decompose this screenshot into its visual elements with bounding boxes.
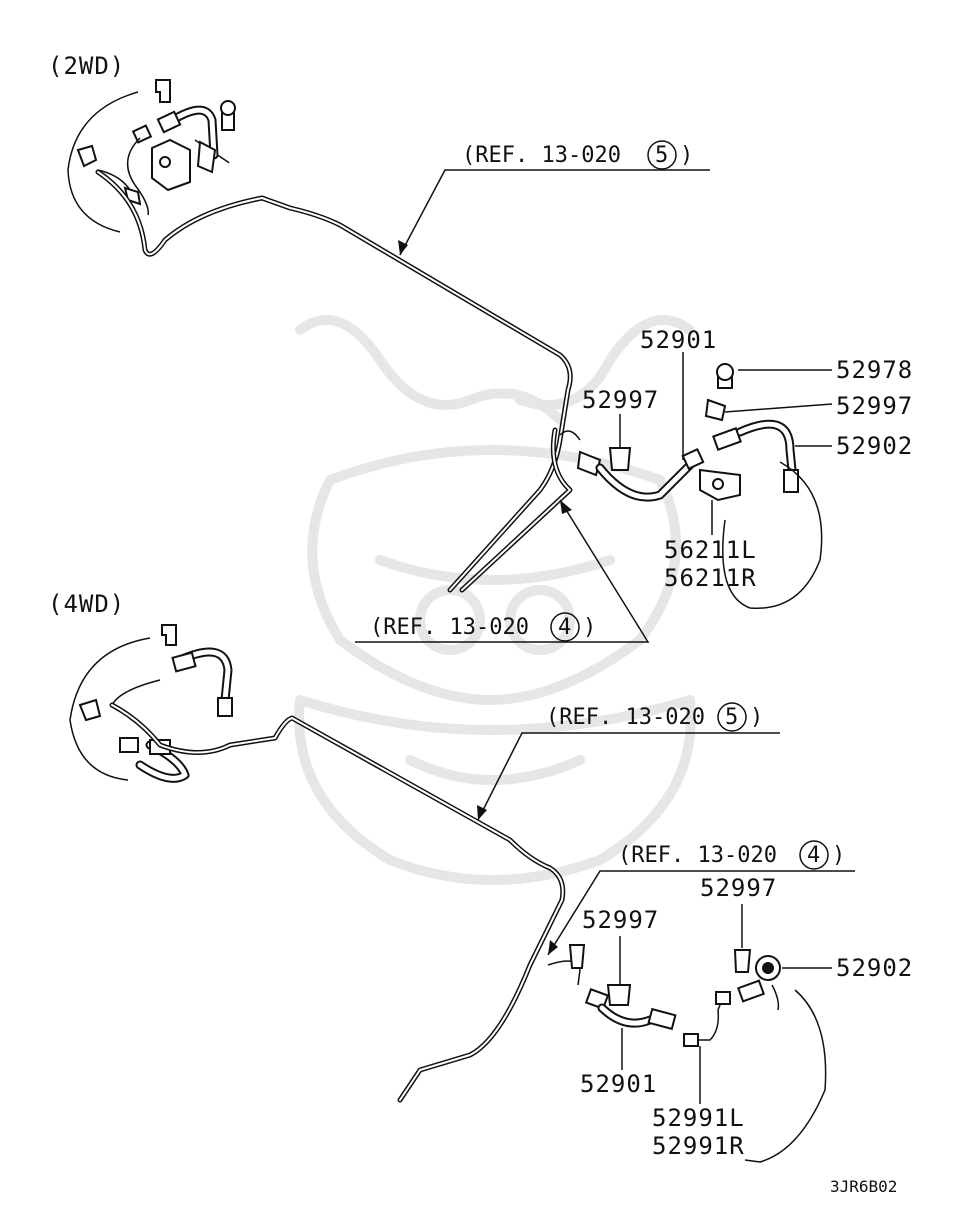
ref-label-top-5: (REF. 13-020 bbox=[462, 143, 621, 168]
brake-pipe-4wd bbox=[109, 702, 566, 1103]
part-label-52902-bot: 52902 bbox=[836, 954, 913, 982]
arrow-ref-top-5 bbox=[398, 240, 408, 255]
section-label-4wd: (4WD) bbox=[48, 590, 125, 618]
ref-label-top-4: (REF. 13-020 bbox=[370, 615, 529, 640]
part-label-52901-top: 52901 bbox=[640, 326, 717, 354]
detail-ellipse-2wd-right bbox=[722, 461, 823, 609]
part-label-52997-top-left: 52997 bbox=[582, 386, 659, 414]
ref-close-bot-5: ) bbox=[750, 705, 763, 730]
ref-circle-top-4 bbox=[550, 612, 580, 642]
detail-ellipse-4wd-right bbox=[744, 989, 827, 1163]
leader-ref-bot-4 bbox=[547, 870, 855, 956]
part-label-52902-top: 52902 bbox=[836, 432, 913, 460]
right-hose-assembly-2wd bbox=[559, 363, 799, 502]
part-label-52991L: 52991L bbox=[652, 1104, 745, 1132]
ref-circle-top-5 bbox=[647, 140, 677, 170]
ref-close-bot-4: ) bbox=[832, 843, 845, 868]
ref-circle-bot-5 bbox=[717, 702, 747, 732]
ref-close-top-4: ) bbox=[583, 615, 596, 640]
part-label-52997-bot-left: 52997 bbox=[582, 906, 659, 934]
section-label-2wd: (2WD) bbox=[48, 52, 125, 80]
ref-label-bot-4: (REF. 13-020 bbox=[618, 843, 777, 868]
right-hose-assembly-4wd bbox=[547, 944, 781, 1047]
part-label-56211R: 56211R bbox=[664, 564, 757, 592]
ref-number-bot-4: 4 bbox=[807, 843, 820, 868]
leader-ref-top-4 bbox=[355, 499, 650, 643]
ref-label-bot-5: (REF. 13-020 bbox=[546, 705, 705, 730]
ref-number-bot-5: 5 bbox=[725, 705, 738, 730]
leader-52997-top-right bbox=[724, 403, 833, 413]
part-label-56211L: 56211L bbox=[664, 536, 757, 564]
leader-ref-top-5 bbox=[399, 169, 710, 256]
ref-number-top-4: 4 bbox=[558, 615, 571, 640]
arrow-ref-bot-5 bbox=[477, 805, 487, 820]
diagram-code: 3JR6B02 bbox=[830, 1177, 897, 1196]
watermark-logo bbox=[294, 315, 696, 885]
ref-number-top-5: 5 bbox=[655, 143, 668, 168]
left-hose-assembly-2wd bbox=[76, 79, 236, 216]
part-label-52991R: 52991R bbox=[652, 1132, 745, 1160]
ref-close-top-5: ) bbox=[680, 143, 693, 168]
arrow-ref-bot-4 bbox=[548, 940, 558, 955]
ref-circle-bot-4 bbox=[799, 840, 829, 870]
detail-ellipse-2wd-left bbox=[67, 91, 139, 233]
brake-pipe-2wd bbox=[95, 169, 573, 593]
arrow-ref-top-4 bbox=[560, 500, 572, 514]
leader-ref-bot-5 bbox=[477, 732, 780, 821]
part-label-52978: 52978 bbox=[836, 356, 913, 384]
part-label-52997-bot-top: 52997 bbox=[700, 874, 777, 902]
detail-ellipse-4wd-left bbox=[69, 637, 151, 781]
part-label-52901-bot: 52901 bbox=[580, 1070, 657, 1098]
part-label-52997-top-right: 52997 bbox=[836, 392, 913, 420]
left-hose-assembly-4wd bbox=[78, 624, 233, 783]
